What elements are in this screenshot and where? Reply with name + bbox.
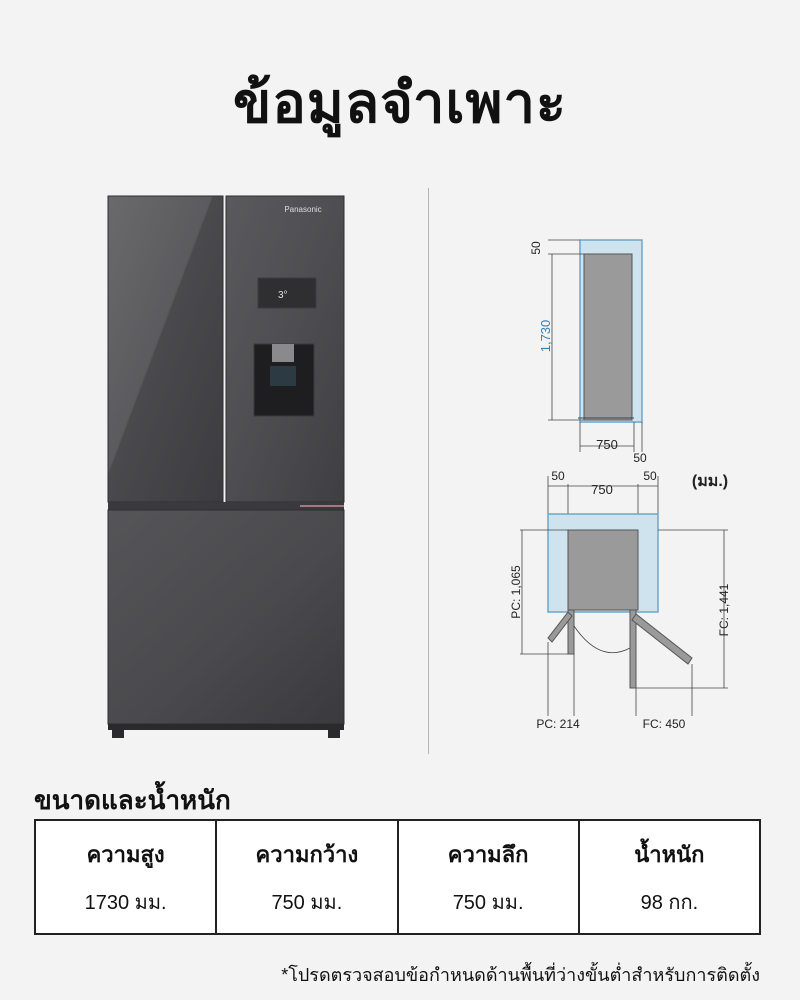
top-left-gap-label: 50 [551, 469, 565, 483]
bottom-drawer [107, 509, 345, 725]
top-width-label: 750 [591, 482, 613, 497]
top-body [567, 529, 639, 611]
spec-height-cell: ความสูง 1730 มม. [33, 819, 218, 935]
side-width-label: 750 [596, 437, 618, 452]
side-top-gap-label: 50 [529, 241, 543, 255]
page-title: ข้อมูลจำเพาะ [233, 71, 567, 134]
spec-value: 1730 มม. [84, 891, 167, 914]
spec-depth-cell: ความลึก 750 มม. [396, 819, 580, 935]
control-display [257, 277, 317, 309]
display-temp: 3° [278, 290, 288, 301]
side-height-label: 1,730 [538, 320, 553, 353]
left-door [107, 195, 224, 503]
divider [428, 188, 429, 754]
spec-label: ความสูง [86, 841, 165, 867]
side-body [583, 253, 633, 421]
spec-label: ความลึก [447, 841, 529, 867]
section-title: ขนาดและน้ำหนัก [34, 785, 231, 815]
pc-swing-label: PC: 214 [536, 717, 580, 731]
spec-label: น้ำหนัก [634, 841, 705, 867]
top-right-gap-label: 50 [643, 469, 657, 483]
footnote: *โปรดตรวจสอบข้อกำหนดด้านพื้นที่ว่างขั้นต… [281, 965, 760, 985]
unit-label: (มม.) [692, 473, 728, 490]
spec-width-cell: ความกว้าง 750 มม. [215, 819, 399, 935]
brand-logo: Panasonic [284, 205, 321, 214]
dimension-diagram: 50 1,730 750 50 50 750 50 (มม.) PC: 1,06… [500, 228, 800, 748]
spec-label: ความกว้าง [255, 841, 359, 867]
side-back-gap-label: 50 [633, 451, 647, 465]
spec-value: 750 มม. [452, 891, 524, 914]
specs-table: ความสูง 1730 มม. ความกว้าง 750 มม. ความล… [33, 819, 762, 935]
spec-weight-cell: น้ำหนัก 98 กก. [577, 819, 762, 935]
fc-swing-label: FC: 450 [643, 717, 686, 731]
fc-depth-label: FC: 1,441 [717, 583, 731, 636]
spec-value: 98 กก. [640, 891, 699, 914]
pc-depth-label: PC: 1,065 [509, 565, 523, 619]
refrigerator-image: 3° Panasonic [100, 188, 350, 748]
spec-value: 750 มม. [271, 891, 343, 914]
